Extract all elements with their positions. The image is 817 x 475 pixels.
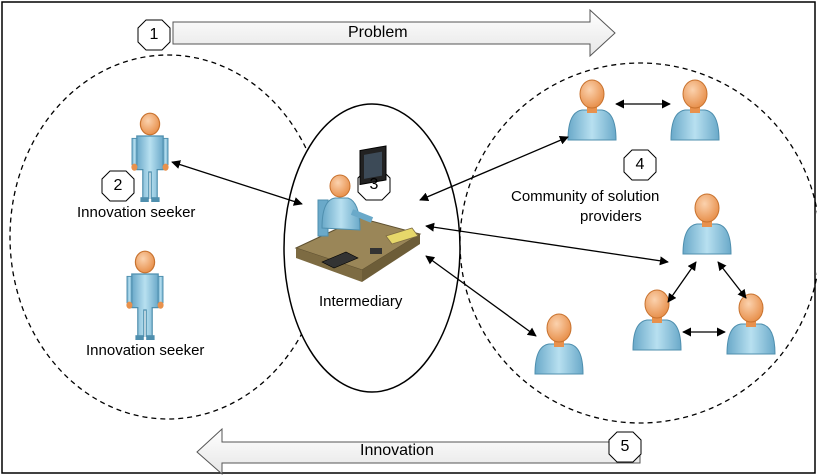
badge-5-shape xyxy=(608,431,642,463)
provider-triangle-left-icon xyxy=(632,289,682,351)
badge-3: 3 xyxy=(369,176,379,193)
innovation-seeker-bottom-label: Innovation seeker xyxy=(86,342,205,359)
problem-label: Problem xyxy=(348,24,408,41)
providers-right-link-arrow xyxy=(717,261,747,299)
seeker-intermediary-arrow xyxy=(171,160,303,206)
seekers-group-circle xyxy=(9,54,327,420)
provider-right-top-icon xyxy=(682,193,732,255)
intermediary-desk-icon xyxy=(294,145,422,282)
badge-5: 5 xyxy=(620,438,630,455)
community-label-line2: providers xyxy=(580,208,642,225)
problem-arrow xyxy=(172,8,616,58)
provider-triangle-right-icon xyxy=(726,293,776,355)
provider-top-left-icon xyxy=(567,79,617,141)
providers-group-circle xyxy=(459,62,817,424)
badge-4-shape xyxy=(623,149,657,181)
community-label-line1: Community of solution xyxy=(511,188,660,205)
provider-bottom-icon xyxy=(534,313,584,375)
badge-1: 1 xyxy=(149,26,159,43)
badge-4: 4 xyxy=(635,156,645,173)
providers-left-link-arrow xyxy=(667,261,697,303)
innovation-seeker-bottom-icon xyxy=(125,250,165,341)
innovation-arrow xyxy=(196,427,641,475)
innovation-label: Innovation xyxy=(360,442,434,459)
intermediary-provider-top-arrow xyxy=(419,136,569,201)
innovation-seeker-top-label: Innovation seeker xyxy=(77,204,196,221)
intermediary-label: Intermediary xyxy=(319,293,403,310)
badge-1-shape xyxy=(137,19,171,51)
badge-2-shape xyxy=(101,170,135,202)
provider-top-right-icon xyxy=(670,79,720,141)
innovation-seeker-top-icon xyxy=(130,112,170,203)
intermediary-provider-right-arrow xyxy=(425,222,669,266)
badge-2: 2 xyxy=(113,177,123,194)
intermediary-provider-bottom-arrow xyxy=(425,255,537,337)
